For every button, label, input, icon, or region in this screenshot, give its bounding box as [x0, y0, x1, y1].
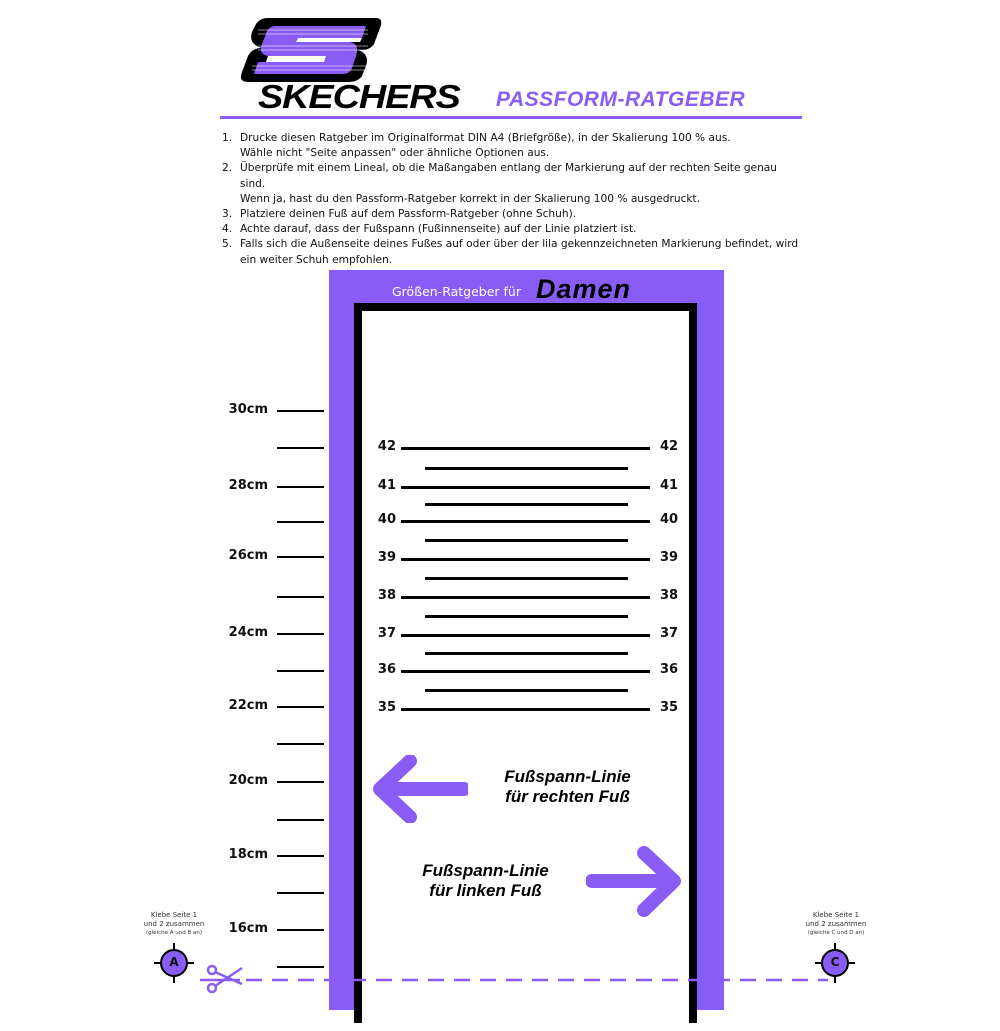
instructions-list: 1.Drucke diesen Ratgeber im Originalform… — [222, 131, 802, 268]
instruction-item: 4.Achte darauf, dass der Fußspann (Fußin… — [222, 223, 637, 236]
ruler-label: 18cm — [228, 847, 268, 862]
size-label-left: 40 — [377, 512, 396, 527]
size-line — [401, 520, 650, 523]
size-label-left: 39 — [377, 550, 396, 565]
header-divider — [220, 116, 802, 119]
size-line — [401, 670, 650, 673]
instruction-item: 3.Platziere deinen Fuß auf dem Passform-… — [222, 208, 577, 221]
ruler-tick — [277, 706, 324, 708]
ruler-tick — [277, 447, 324, 449]
marker-c-label: C — [830, 955, 840, 969]
half-size-line — [425, 615, 628, 618]
cut-line — [200, 964, 828, 994]
ruler-tick — [277, 929, 324, 931]
left-foot-label: Fußspann-Linie für linken Fuß — [422, 861, 549, 900]
size-label-right: 38 — [660, 588, 679, 603]
ruler-label: 26cm — [228, 548, 268, 563]
ruler-tick — [277, 486, 324, 488]
ruler-tick — [277, 892, 324, 894]
ruler-tick — [277, 596, 324, 598]
page-title: PASSFORM-RATGEBER — [496, 88, 746, 111]
size-label-left: 36 — [377, 662, 396, 677]
glue-note-right: Klebe Seite 1 und 2 zusammen (gleiche C … — [805, 911, 867, 936]
instruction-item: 2.Überprüfe mit einem Lineal, ob die Maß… — [222, 162, 777, 205]
half-size-line — [425, 539, 628, 542]
size-line — [401, 596, 650, 599]
guide-title: Größen-Ratgeber für — [392, 284, 521, 299]
crosshair-marker-a-icon — [154, 943, 194, 983]
size-label-left: 37 — [377, 626, 396, 641]
size-line — [401, 708, 650, 711]
size-label-right: 39 — [660, 550, 679, 565]
ruler-tick — [277, 819, 324, 821]
guide-gender: Damen — [536, 274, 632, 304]
size-label-right: 36 — [660, 662, 679, 677]
ruler-label: 30cm — [228, 402, 268, 417]
crosshair-marker-c-icon — [815, 943, 855, 983]
size-line — [401, 634, 650, 637]
ruler-label: 24cm — [228, 625, 268, 640]
size-label-left: 38 — [377, 588, 396, 603]
size-line — [401, 558, 650, 561]
half-size-line — [425, 652, 628, 655]
ruler-label: 22cm — [228, 698, 268, 713]
skechers-s-logo — [240, 18, 382, 82]
arrow-left-icon — [373, 755, 468, 823]
size-label-left: 42 — [377, 439, 396, 454]
brand-wordmark: SKECHERS — [258, 78, 461, 115]
ruler-tick — [277, 781, 324, 783]
half-size-line — [425, 577, 628, 580]
ruler-tick — [277, 743, 324, 745]
half-size-line — [425, 467, 628, 470]
half-size-line — [425, 689, 628, 692]
instruction-item: 1.Drucke diesen Ratgeber im Originalform… — [222, 132, 731, 160]
size-line — [401, 486, 650, 489]
right-foot-label: Fußspann-Linie für rechten Fuß — [504, 767, 631, 806]
ruler-tick — [277, 556, 324, 558]
ruler-tick — [277, 633, 324, 635]
size-line — [401, 447, 650, 450]
ruler-tick — [277, 966, 324, 968]
instruction-item: 5.Falls sich die Außenseite deines Fußes… — [222, 238, 799, 266]
size-label-left: 41 — [377, 478, 396, 493]
marker-a-label: A — [169, 955, 179, 969]
size-label-right: 40 — [660, 512, 679, 527]
size-label-right: 41 — [660, 478, 679, 493]
ruler-label: 28cm — [228, 478, 268, 493]
size-label-right: 35 — [660, 700, 679, 715]
scissors-icon — [200, 964, 243, 994]
arrow-right-icon — [586, 846, 681, 917]
ruler-tick — [277, 410, 324, 412]
ruler-tick — [277, 855, 324, 857]
ruler-tick — [277, 670, 324, 672]
ruler-label: 16cm — [228, 921, 268, 936]
ruler-tick — [277, 521, 324, 523]
size-label-right: 42 — [660, 439, 679, 454]
size-label-left: 35 — [377, 700, 396, 715]
size-label-right: 37 — [660, 626, 679, 641]
half-size-line — [425, 503, 628, 506]
ruler-label: 20cm — [228, 773, 268, 788]
glue-note-left: Klebe Seite 1 und 2 zusammen (gleiche A … — [143, 911, 205, 936]
